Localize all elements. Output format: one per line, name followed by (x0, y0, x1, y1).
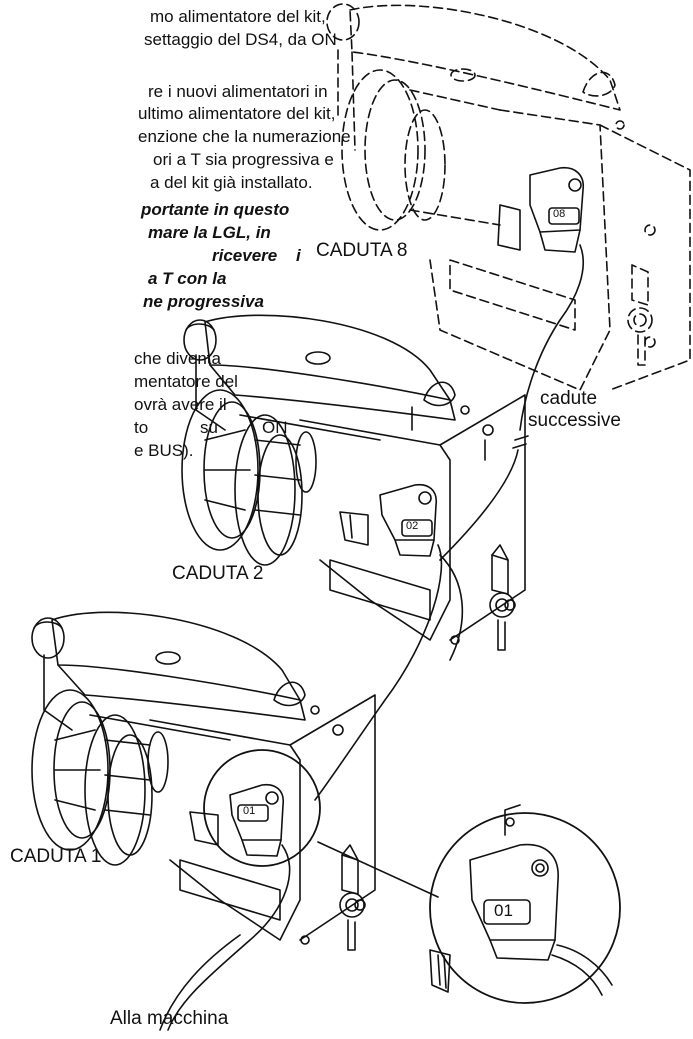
text-line: mo alimentatore del kit, (150, 7, 326, 26)
label-cadute-successive-2: successive (528, 410, 621, 431)
tag-01-zoom: 01 (494, 901, 513, 920)
text-line: che diventa (134, 349, 221, 368)
text-line: ricevere (212, 246, 278, 265)
zoom-detail (429, 804, 621, 1004)
text-line: ori a T sia progressiva e (153, 150, 334, 169)
text-line: re i nuovi alimentatori in (148, 82, 328, 101)
text-line: mare la LGL, in (148, 223, 271, 242)
device-caduta2 (181, 314, 526, 651)
tag-01: 01 (243, 805, 256, 817)
text-line: mentatore del (134, 372, 238, 391)
label-caduta-1: CADUTA 1 (10, 846, 102, 867)
text-line: portante in questo (141, 200, 290, 219)
text-line: ovrà avere il (134, 395, 227, 414)
connector-caduta1 (229, 783, 285, 857)
tag-02: 02 (406, 520, 419, 532)
text-line: e BUS). (134, 441, 194, 460)
label-caduta-8: CADUTA 8 (316, 240, 408, 261)
tag-08: 08 (553, 208, 566, 220)
device-caduta1 (31, 611, 376, 951)
label-caduta-2: CADUTA 2 (172, 563, 264, 584)
text-line: ultimo alimentatore del kit, (138, 104, 336, 123)
label-alla-macchina: Alla macchina (110, 1008, 229, 1029)
device-caduta8 (326, 3, 691, 391)
text-line: i (296, 246, 301, 265)
text-line: ne progressiva (143, 292, 264, 311)
connector-caduta8 (497, 166, 585, 253)
label-cadute-successive-1: cadute (540, 388, 598, 409)
text-line: a del kit già installato. (150, 173, 313, 192)
text-line: to (134, 418, 149, 437)
text-line: settaggio del DS4, da ON (144, 30, 337, 49)
text-line: a T con la (148, 269, 227, 288)
text-line: enzione che la numerazione (138, 127, 351, 146)
connector-caduta2 (379, 483, 438, 557)
